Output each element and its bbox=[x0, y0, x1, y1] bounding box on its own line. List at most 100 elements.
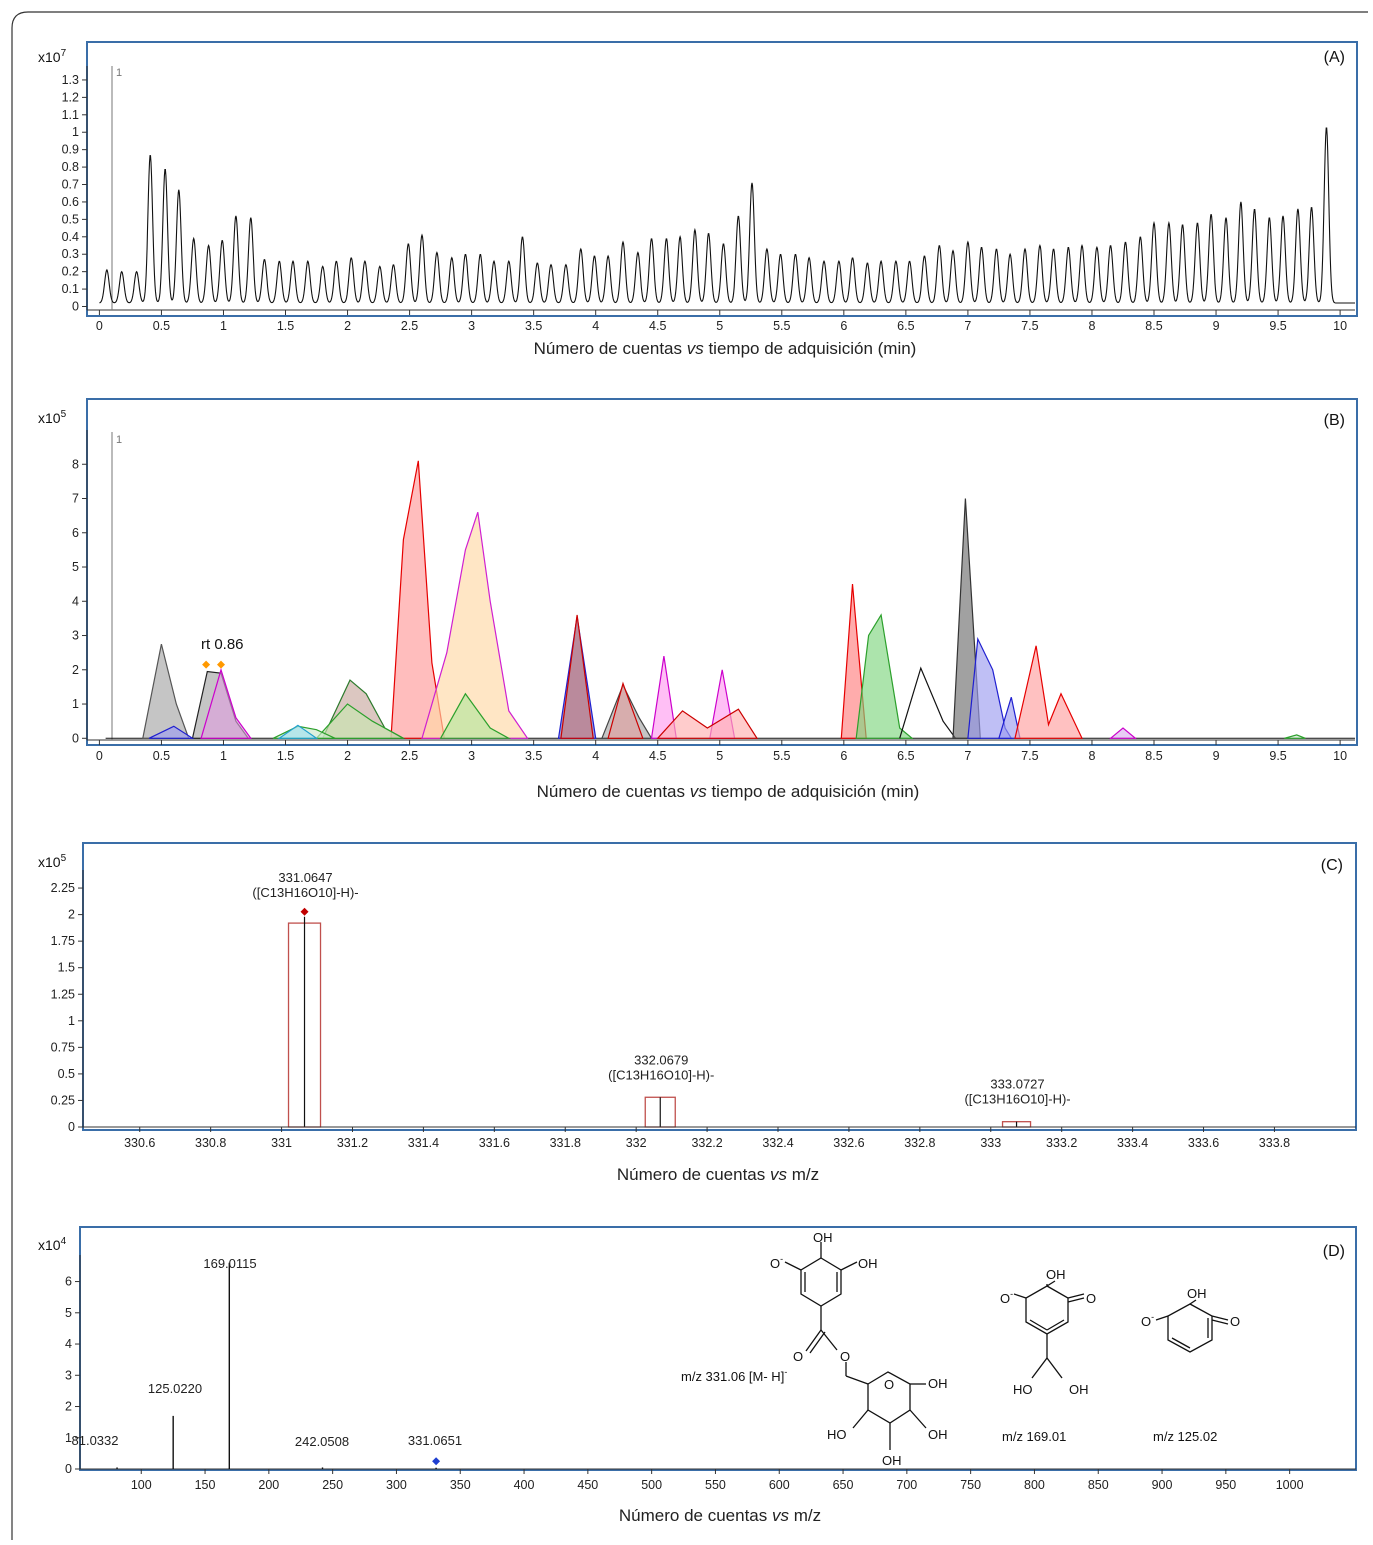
panel-c-x-tick-label: 333.2 bbox=[1046, 1136, 1077, 1150]
panel-a-y-tick-label: 0.3 bbox=[62, 247, 79, 261]
panel-c-y-tick-label: 1.75 bbox=[51, 934, 75, 948]
panel-d-x-tick-label: 550 bbox=[705, 1478, 726, 1492]
panel-b-x-tick-label: 9 bbox=[1213, 749, 1220, 763]
panel-c-peak-mz-label: 331.0647 bbox=[278, 870, 332, 885]
panel-c-peak-formula-label: ([C13H16O10]-H)- bbox=[608, 1067, 714, 1082]
panel-a-x-tick-label: 9 bbox=[1213, 319, 1220, 333]
panel-b-rt-marker bbox=[202, 660, 211, 669]
panel-d-x-tick-label: 900 bbox=[1152, 1478, 1173, 1492]
panel-a-x-tick-label: 10 bbox=[1333, 319, 1347, 333]
panel-b-eic-area bbox=[277, 724, 319, 739]
panel-b-eic-area bbox=[998, 697, 1021, 739]
panel-a-y-scale: x107 bbox=[38, 48, 67, 65]
panel-b-x-tick-label: 2.5 bbox=[401, 749, 418, 763]
panel-b-y-tick-label: 5 bbox=[72, 560, 79, 574]
panel-a-x-tick-label: 1 bbox=[220, 319, 227, 333]
panel-a-x-tick-label: 5.5 bbox=[773, 319, 790, 333]
panel-c-x-tick-label: 331.6 bbox=[479, 1136, 510, 1150]
panel-a-y-tick-label: 0.5 bbox=[62, 212, 79, 226]
panel-a-tic-trace bbox=[99, 127, 1355, 304]
panel-b-eic-area bbox=[656, 708, 759, 739]
panel-c-x-tick-label: 332.8 bbox=[904, 1136, 935, 1150]
panel-b-x-tick-label: 3 bbox=[468, 749, 475, 763]
panel-b-eic-area bbox=[148, 725, 195, 739]
panel-a-y-ticks: 00.10.20.30.40.50.60.70.80.911.11.21.3 bbox=[62, 73, 87, 314]
panel-d-peak-label: 81.0332 bbox=[72, 1433, 119, 1448]
panel-b-x-tick-label: 4 bbox=[592, 749, 599, 763]
panel-a-y-tick-label: 0.4 bbox=[62, 230, 79, 244]
panel-a-marker-label: 1 bbox=[116, 67, 122, 79]
structure-mz-169 bbox=[1013, 1280, 1085, 1379]
panel-d-y-tick-label: 5 bbox=[65, 1306, 72, 1320]
panel-c-x-tick-label: 331.8 bbox=[550, 1136, 581, 1150]
panel-d-y-tick-label: 2 bbox=[65, 1400, 72, 1414]
panel-d-x-tick-label: 700 bbox=[896, 1478, 917, 1492]
panel-d-x-tick-label: 350 bbox=[450, 1478, 471, 1492]
panel-b-rt-annotation: rt 0.86 bbox=[201, 636, 244, 653]
structure-1-label: m/z 331.06 [M- H]- bbox=[681, 1367, 787, 1384]
panel-a-x-tick-label: 3.5 bbox=[525, 319, 542, 333]
panel-c-peak-mz-label: 332.0679 bbox=[634, 1052, 688, 1067]
panel-d-y-tick-label: 3 bbox=[65, 1368, 72, 1382]
panel-d-x-tick-label: 250 bbox=[322, 1478, 343, 1492]
panel-b-y-tick-label: 1 bbox=[72, 697, 79, 711]
panel-d-x-tick-label: 400 bbox=[514, 1478, 535, 1492]
panel-c-y-tick-label: 1.25 bbox=[51, 987, 75, 1001]
panel-a-x-tick-label: 2.5 bbox=[401, 319, 418, 333]
panel-b-eic-area bbox=[421, 512, 529, 739]
panel-a-y-tick-label: 0.1 bbox=[62, 282, 79, 296]
panel-c-peak-formula-label: ([C13H16O10]-H)- bbox=[252, 885, 358, 900]
panel-b-x-tick-label: 10 bbox=[1333, 749, 1347, 763]
panel-c-x-tick-label: 332.2 bbox=[691, 1136, 722, 1150]
panel-c-y-tick-label: 0.25 bbox=[51, 1093, 75, 1107]
panel-d-x-tick-label: 600 bbox=[769, 1478, 790, 1492]
panel-b-x-tick-label: 2 bbox=[344, 749, 351, 763]
panel-c-x-tick-label: 332.4 bbox=[762, 1136, 793, 1150]
panel-c-x-tick-label: 330.8 bbox=[195, 1136, 226, 1150]
panel-d-x-tick-label: 150 bbox=[195, 1478, 216, 1492]
panel-a-x-tick-label: 0.5 bbox=[153, 319, 170, 333]
panel-a-label: (A) bbox=[1324, 49, 1345, 66]
panel-b-x-tick-label: 7 bbox=[964, 749, 971, 763]
panel-d-y-tick-label: 1 bbox=[65, 1431, 72, 1445]
panel-d-precursor-marker bbox=[432, 1457, 441, 1466]
panel-c-peaks: 331.0647([C13H16O10]-H)-332.0679([C13H16… bbox=[83, 870, 1356, 1128]
panel-b-eic-area bbox=[855, 613, 914, 739]
structure-galloyl-glucose bbox=[784, 1242, 927, 1450]
panel-b-eic-area bbox=[560, 614, 594, 739]
panel-b-y-tick-label: 0 bbox=[72, 731, 79, 745]
panel-a-y-tick-label: 1.2 bbox=[62, 90, 79, 104]
panel-c-y-tick-label: 0.5 bbox=[58, 1067, 75, 1081]
structure-1-ho-c4: HO bbox=[827, 1427, 847, 1442]
panel-a-y-tick-label: 0.2 bbox=[62, 265, 79, 279]
structure-3-o: O bbox=[1230, 1314, 1240, 1329]
panel-c-x-tick-label: 332.6 bbox=[833, 1136, 864, 1150]
panel-b-y-tick-label: 8 bbox=[72, 457, 79, 471]
panel-a-x-tick-label: 6.5 bbox=[897, 319, 914, 333]
panel-d-label: (D) bbox=[1323, 1243, 1345, 1260]
panel-d-x-tick-label: 650 bbox=[833, 1478, 854, 1492]
panel-b-eic-area bbox=[142, 643, 190, 739]
panel-b-eic-area bbox=[315, 703, 404, 739]
panel-a-x-tick-label: 7 bbox=[964, 319, 971, 333]
panel-b-x-axis-title: Número de cuentas vs tiempo de adquisici… bbox=[537, 782, 920, 801]
panel-a-x-tick-label: 2 bbox=[344, 319, 351, 333]
panel-a-x-tick-label: 4.5 bbox=[649, 319, 666, 333]
panel-b-eic-area bbox=[1014, 645, 1083, 739]
panel-b-x-tick-label: 9.5 bbox=[1269, 749, 1286, 763]
panel-b-eic-area bbox=[1284, 734, 1306, 739]
panel-c-y-tick-label: 2 bbox=[68, 908, 75, 922]
panel-b-eic-area bbox=[200, 667, 252, 739]
panel-c-x-tick-label: 333 bbox=[980, 1136, 1001, 1150]
panel-c-x-tick-label: 333.8 bbox=[1259, 1136, 1290, 1150]
structure-1-oh-c1: OH bbox=[928, 1376, 948, 1391]
panel-c-x-tick-label: 332 bbox=[626, 1136, 647, 1150]
panel-d-y-tick-label: 6 bbox=[65, 1275, 72, 1289]
panel-b-y-tick-label: 3 bbox=[72, 629, 79, 643]
panel-a-y-tick-label: 1.3 bbox=[62, 73, 79, 87]
